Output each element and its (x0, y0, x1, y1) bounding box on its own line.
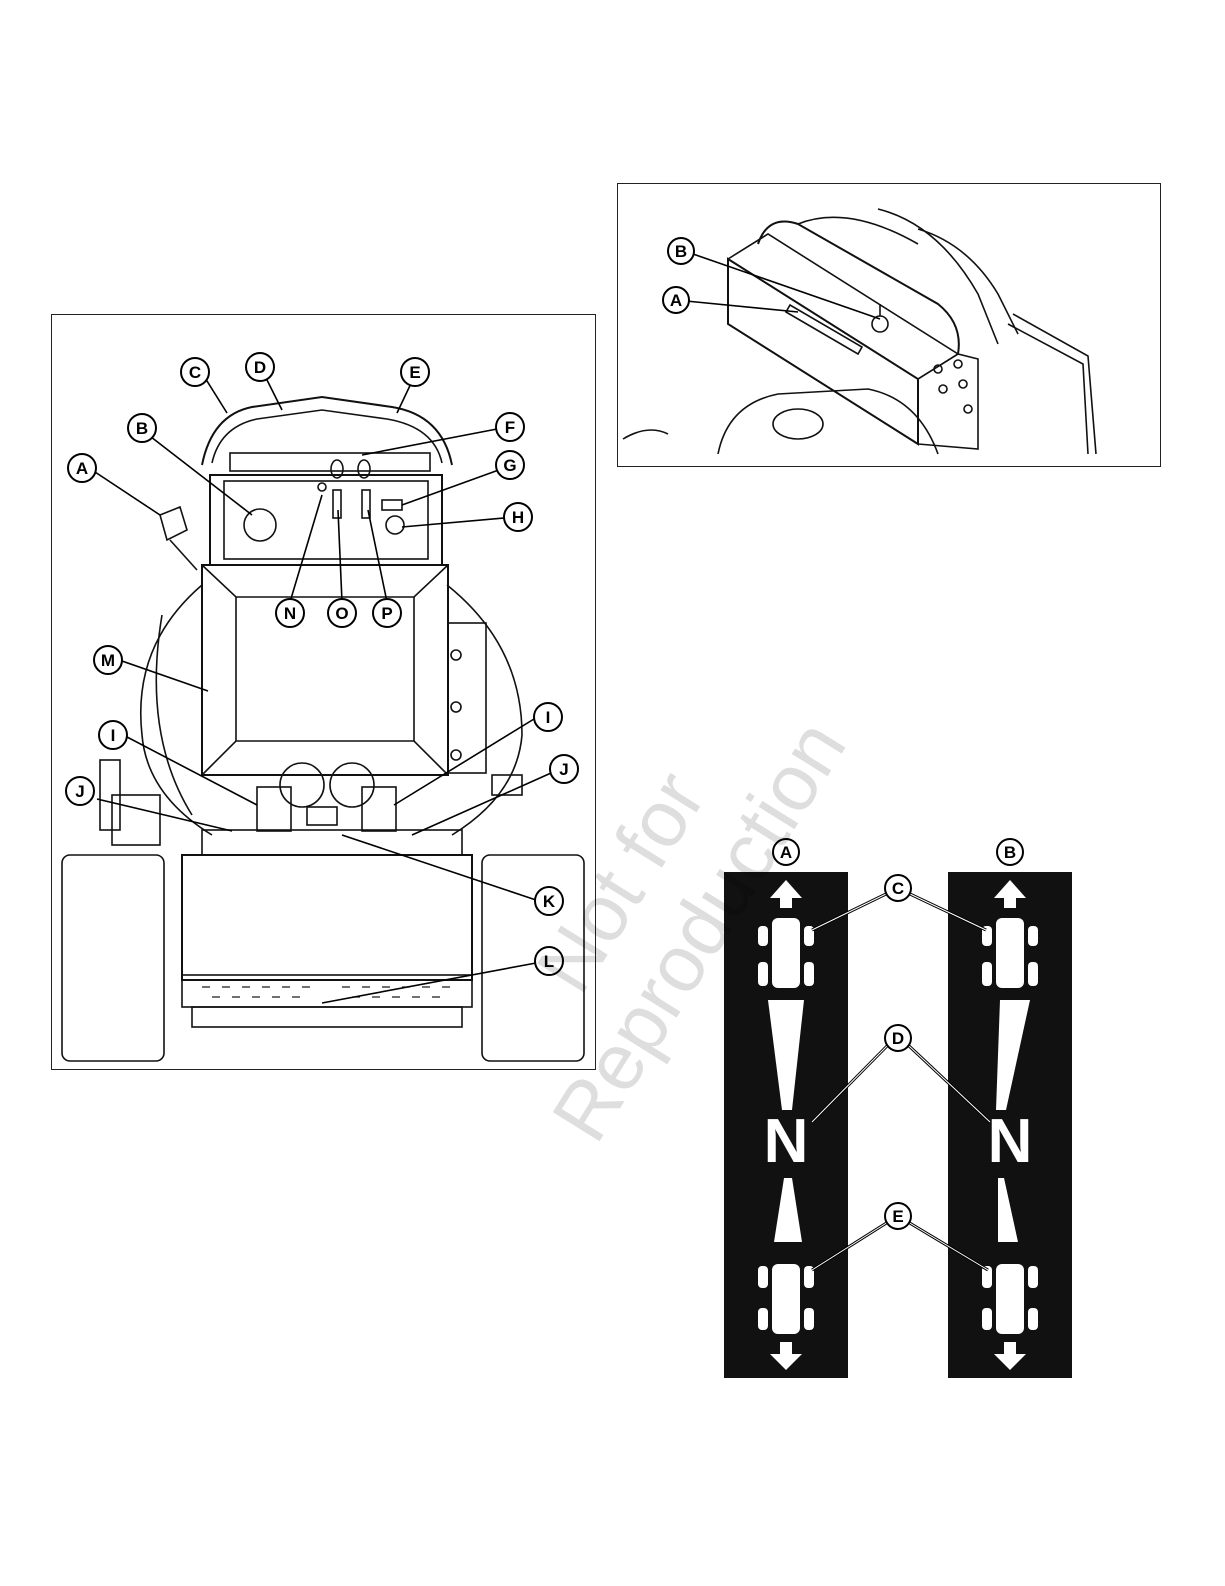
callout-g: G (503, 456, 516, 475)
callout-k: K (543, 892, 556, 911)
callout-f: F (505, 418, 515, 437)
motion-control-decal-figure: N N A B C (700, 830, 1100, 1390)
callout-e: E (409, 363, 420, 382)
callout-o: O (335, 604, 348, 623)
control-panel-side-view-figure: B A (617, 183, 1161, 467)
motion-decal-illustration: N N A B C (700, 830, 1100, 1390)
neutral-label-a: N (764, 1107, 809, 1176)
machine-front-view-figure: A B C D E F G H I I J J K L M N O P (51, 314, 596, 1070)
callout-m: M (101, 651, 115, 670)
decal-callout-d: D (892, 1029, 904, 1048)
callout-h: H (512, 508, 524, 527)
callout-a-side: A (670, 291, 682, 310)
decal-callout-a: A (780, 843, 792, 862)
neutral-label-b: N (988, 1107, 1033, 1176)
callout-i-right: I (546, 708, 551, 727)
callout-a: A (76, 459, 88, 478)
callout-i-left: I (111, 726, 116, 745)
machine-front-view-illustration: A B C D E F G H I I J J K L M N O P (52, 315, 596, 1070)
callout-d: D (254, 358, 266, 377)
callout-b: B (136, 419, 148, 438)
callout-n: N (284, 604, 296, 623)
callout-j-left: J (75, 782, 84, 801)
callout-p: P (381, 604, 392, 623)
decal-callout-b: B (1004, 843, 1016, 862)
callout-j-right: J (559, 760, 568, 779)
decal-callout-c: C (892, 879, 904, 898)
callout-l: L (544, 952, 554, 971)
control-panel-side-illustration: B A (618, 184, 1161, 467)
callout-b-side: B (675, 242, 687, 261)
decal-callout-e: E (892, 1207, 903, 1226)
callout-c: C (189, 363, 201, 382)
